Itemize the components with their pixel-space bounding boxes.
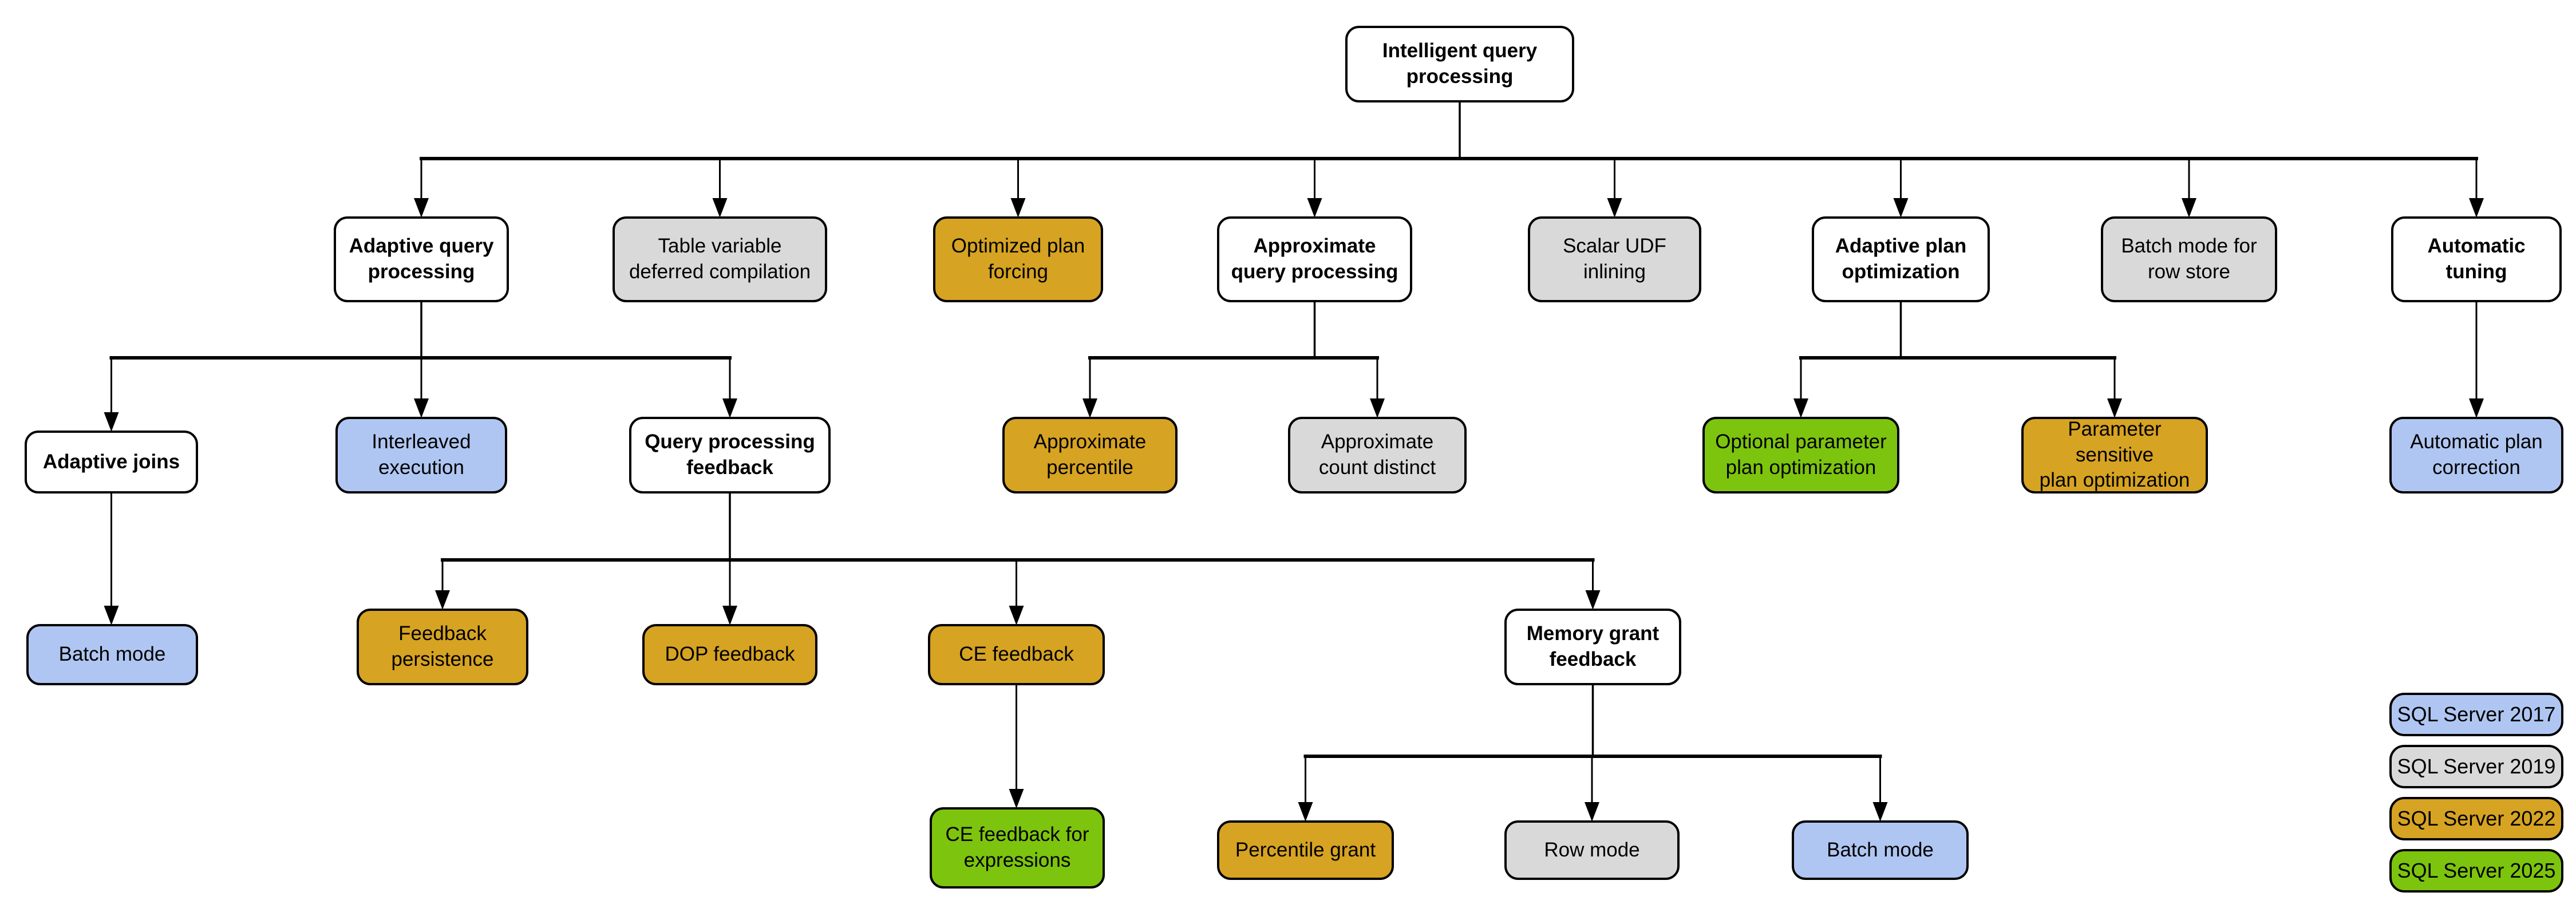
node-tvdc: Table variable deferred compilation [613,216,827,302]
arrowhead-icon [1009,606,1024,625]
arrowhead-icon [1585,590,1601,610]
arrowhead-icon [1872,802,1888,822]
node-bm2: Batch mode [1792,820,1969,880]
node-aqp: Adaptive query processing [334,216,509,302]
node-ce: CE feedback [928,624,1105,685]
node-label: Automatic plan correction [2410,431,2543,479]
node-iqp: Intelligent query processing [1345,26,1574,102]
arrowhead-icon [2469,398,2484,418]
legend-label: SQL Server 2022 [2397,807,2556,830]
node-label: DOP feedback [665,643,795,666]
node-label: Interleaved execution [372,431,471,479]
arrowhead-icon [1585,802,1599,822]
legend-item: SQL Server 2022 [2389,797,2563,840]
node-label: Adaptive joins [42,450,180,473]
node-label: Automatic tuning [2427,235,2526,283]
arrowhead-icon [1010,198,1026,218]
node-bmrs: Batch mode for row store [2101,216,2277,302]
arrowhead-icon [435,590,450,610]
node-label: CE feedback for expressions [945,823,1089,871]
arrowhead-icon [2107,398,2122,418]
node-label: Optimized plan forcing [951,235,1085,283]
node-oppo: Optional parameter plan optimization [1702,417,1899,493]
node-label: Approximate count distinct [1318,431,1436,479]
node-ap: Approximate percentile [1002,417,1178,493]
node-label: Query processing feedback [645,431,815,479]
node-aj: Adaptive joins [25,431,198,493]
node-rm: Row mode [1504,820,1680,880]
node-label: CE feedback [959,643,1074,666]
arrowhead-icon [414,198,429,218]
node-acd: Approximate count distinct [1288,417,1467,493]
arrowhead-icon [1009,789,1024,808]
node-ie: Interleaved execution [335,417,507,493]
node-cefe: CE feedback for expressions [930,807,1105,889]
arrowhead-icon [104,412,119,432]
node-label: Parameter sensitive plan optimization [2039,417,2190,492]
node-label: Table variable deferred compilation [629,235,811,283]
node-label: Batch mode [58,643,166,666]
node-label: Adaptive plan optimization [1835,235,1967,283]
legend-item: SQL Server 2025 [2389,849,2563,893]
node-dop: DOP feedback [642,624,817,685]
node-sudf: Scalar UDF inlining [1528,216,1701,302]
node-fp: Feedback persistence [357,609,528,685]
node-qpf: Query processing feedback [629,417,831,493]
arrowhead-icon [2469,198,2484,218]
arrowhead-icon [1298,802,1313,822]
node-label: Optional parameter plan optimization [1715,431,1887,479]
node-label: Row mode [1544,838,1640,861]
node-bm1: Batch mode [26,624,198,685]
legend-item: SQL Server 2017 [2389,693,2563,736]
node-pg: Percentile grant [1217,820,1394,880]
legend-item: SQL Server 2019 [2389,745,2563,788]
node-label: Memory grant feedback [1526,622,1660,670]
node-label: Intelligent query processing [1382,40,1538,88]
arrowhead-icon [1082,398,1097,418]
arrowhead-icon [1370,398,1385,418]
node-label: Batch mode [1827,838,1934,861]
node-aproc: Approximate query processing [1217,216,1412,302]
node-label: Batch mode for row store [2121,235,2257,283]
node-opf: Optimized plan forcing [933,216,1103,302]
node-label: Feedback persistence [391,622,494,670]
arrowhead-icon [722,398,737,418]
arrowhead-icon [1607,198,1622,218]
node-label: Adaptive query processing [349,235,494,283]
arrowhead-icon [1307,198,1322,218]
legend-label: SQL Server 2019 [2397,755,2556,778]
legend-label: SQL Server 2017 [2397,702,2556,726]
node-mgf: Memory grant feedback [1504,609,1681,685]
arrowhead-icon [2182,198,2196,218]
node-at: Automatic tuning [2391,216,2562,302]
arrowhead-icon [414,398,429,418]
node-apo: Adaptive plan optimization [1812,216,1990,302]
arrowhead-icon [722,606,737,625]
arrowhead-icon [712,198,728,218]
node-label: Approximate query processing [1231,235,1398,283]
arrowhead-icon [1893,198,1909,218]
arrowhead-icon [104,606,119,625]
node-label: Percentile grant [1235,838,1376,861]
node-apc: Automatic plan correction [2389,417,2563,493]
node-label: Scalar UDF inlining [1563,235,1666,283]
legend-label: SQL Server 2025 [2397,859,2556,882]
arrowhead-icon [1793,398,1808,418]
node-label: Approximate percentile [1033,431,1147,479]
node-pspo: Parameter sensitive plan optimization [2021,417,2208,493]
